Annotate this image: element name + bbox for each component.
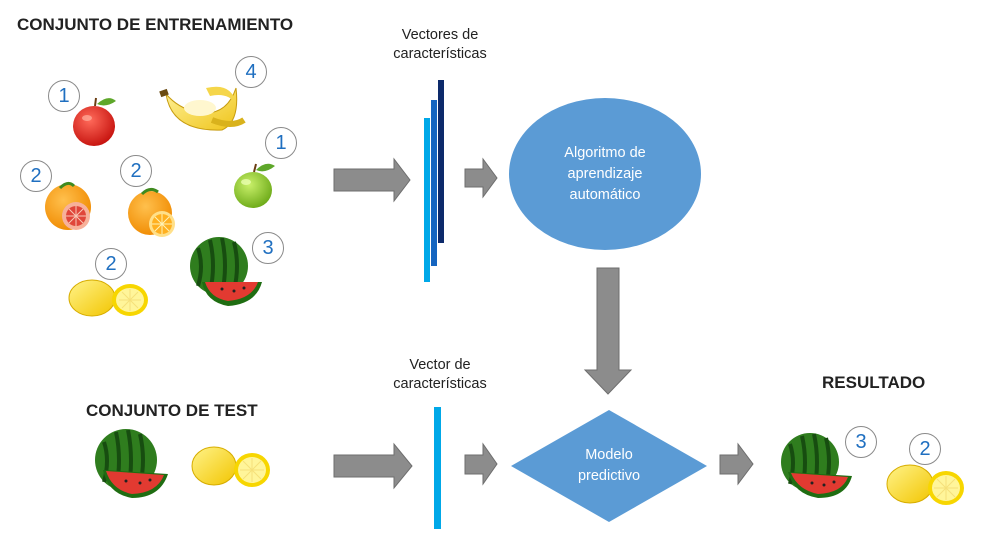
- algorithm-node-label: Algoritmo de aprendizaje automático: [564, 145, 646, 203]
- arrow-training-to-vectors: [333, 157, 411, 203]
- arrow-algorithm-to-model: [583, 267, 633, 395]
- model-node-label: Modelo predictivo: [577, 447, 641, 484]
- training-fruit-apple-red: [73, 97, 116, 146]
- test-fruit-lemon: [191, 446, 270, 487]
- heading-training-set: CONJUNTO DE ENTRENAMIENTO: [17, 15, 294, 34]
- label-badge-orange-cut: 2: [20, 160, 52, 192]
- test-fruit-watermelon: [95, 429, 168, 498]
- label-badge-orange: 2: [120, 155, 152, 187]
- arrow-model-to-result: [719, 442, 754, 486]
- label-badge-apple-red: 1: [48, 80, 80, 112]
- feature-vectors-bars: [424, 80, 444, 282]
- heading-result: RESULTADO: [822, 373, 926, 392]
- result-badge-watermelon: 3: [845, 426, 877, 458]
- arrow-vectors-to-algorithm: [464, 157, 498, 199]
- training-fruit-apple-green: [234, 163, 275, 208]
- training-fruit-orange: [128, 187, 175, 237]
- arrow-vector-to-model: [464, 442, 498, 486]
- result-fruit-lemon: [886, 464, 964, 505]
- test-feature-vector-bar: [434, 407, 441, 529]
- algorithm-node: [509, 98, 701, 250]
- training-fruit-banana: [159, 86, 246, 131]
- feature-vector-bar-3: [438, 80, 444, 243]
- heading-test-set: CONJUNTO DE TEST: [86, 401, 258, 420]
- label-badge-lemon: 2: [95, 248, 127, 280]
- feature-vector-bar-2: [431, 100, 437, 266]
- feature-vector-bar-1: [424, 118, 430, 282]
- caption-feature-vector: Vector de características: [393, 357, 487, 392]
- training-fruit-watermelon: [190, 237, 262, 306]
- training-fruit-lemon: [68, 279, 148, 317]
- label-badge-watermelon: 3: [252, 232, 284, 264]
- caption-feature-vectors: Vectores de características: [393, 27, 487, 62]
- result-badge-lemon: 2: [909, 433, 941, 465]
- model-node: [511, 410, 707, 522]
- label-badge-apple-green: 1: [265, 127, 297, 159]
- arrow-test-to-vector: [333, 442, 413, 490]
- training-fruit-orange-cut: [45, 181, 91, 230]
- result-fruit-watermelon: [781, 433, 852, 498]
- label-badge-banana: 4: [235, 56, 267, 88]
